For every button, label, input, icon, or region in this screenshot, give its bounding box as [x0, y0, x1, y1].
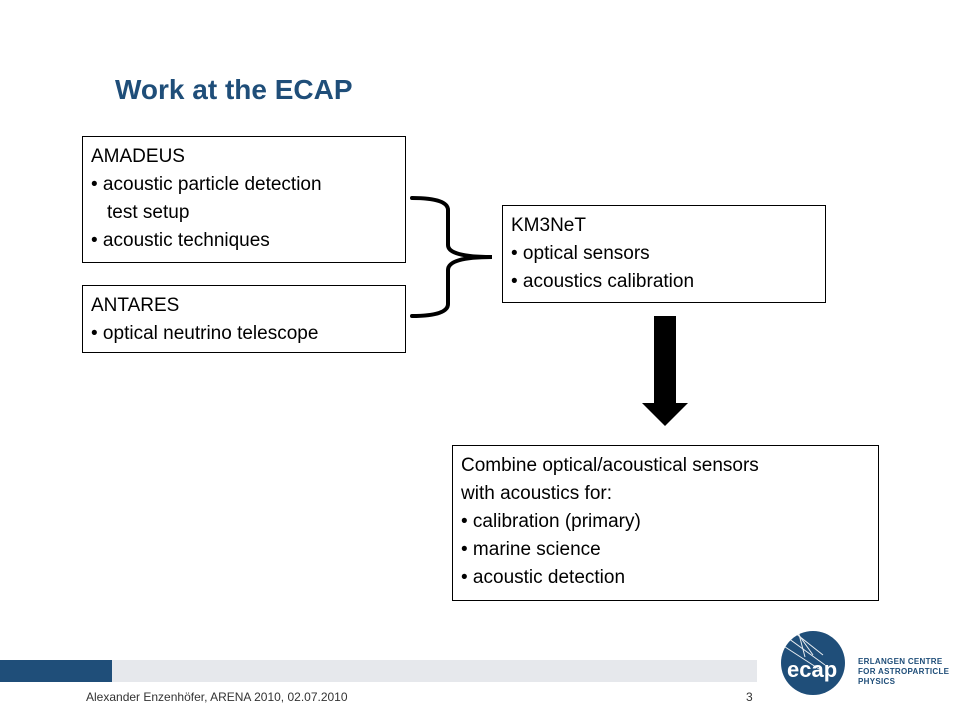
- km3net-heading: KM3NeT: [511, 215, 586, 236]
- amadeus-item: test setup: [107, 202, 190, 223]
- logo-line: ERLANGEN CENTRE: [858, 657, 943, 666]
- ecap-logo: ecap: [778, 618, 845, 695]
- amadeus-item: • acoustic techniques: [91, 230, 270, 251]
- combine-item: • marine science: [461, 539, 601, 560]
- logo-line: FOR ASTROPARTICLE: [858, 667, 950, 676]
- logo-wordmark: ecap: [787, 657, 837, 682]
- down-arrow: [642, 316, 688, 426]
- amadeus-item: • acoustic particle detection: [91, 174, 322, 195]
- curly-brace: [410, 196, 493, 318]
- combine-line: with acoustics for:: [461, 483, 612, 504]
- page-number: 3: [746, 690, 753, 704]
- combine-box: Combine optical/acoustical sensors with …: [452, 445, 879, 601]
- combine-line: Combine optical/acoustical sensors: [461, 455, 759, 476]
- combine-item: • acoustic detection: [461, 567, 626, 588]
- antares-item: • optical neutrino telescope: [91, 323, 319, 344]
- km3net-box: KM3NeT • optical sensors • acoustics cal…: [502, 205, 826, 303]
- km3net-item: • acoustics calibration: [511, 271, 695, 292]
- logo-line: PHYSICS: [858, 677, 896, 686]
- combine-item: • calibration (primary): [461, 511, 641, 532]
- footer-bar-accent: [0, 660, 112, 682]
- km3net-item: • optical sensors: [511, 243, 650, 264]
- amadeus-box: AMADEUS • acoustic particle detection te…: [82, 136, 406, 263]
- footer-author-event: Alexander Enzenhöfer, ARENA 2010, 02.07.…: [86, 690, 348, 704]
- antares-box: ANTARES • optical neutrino telescope: [82, 285, 406, 353]
- footer-bar: [112, 660, 757, 682]
- logo-caption: ERLANGEN CENTRE FOR ASTROPARTICLE PHYSIC…: [858, 657, 949, 687]
- amadeus-heading: AMADEUS: [91, 146, 185, 167]
- antares-heading: ANTARES: [91, 295, 180, 316]
- slide-title: Work at the ECAP: [115, 74, 353, 105]
